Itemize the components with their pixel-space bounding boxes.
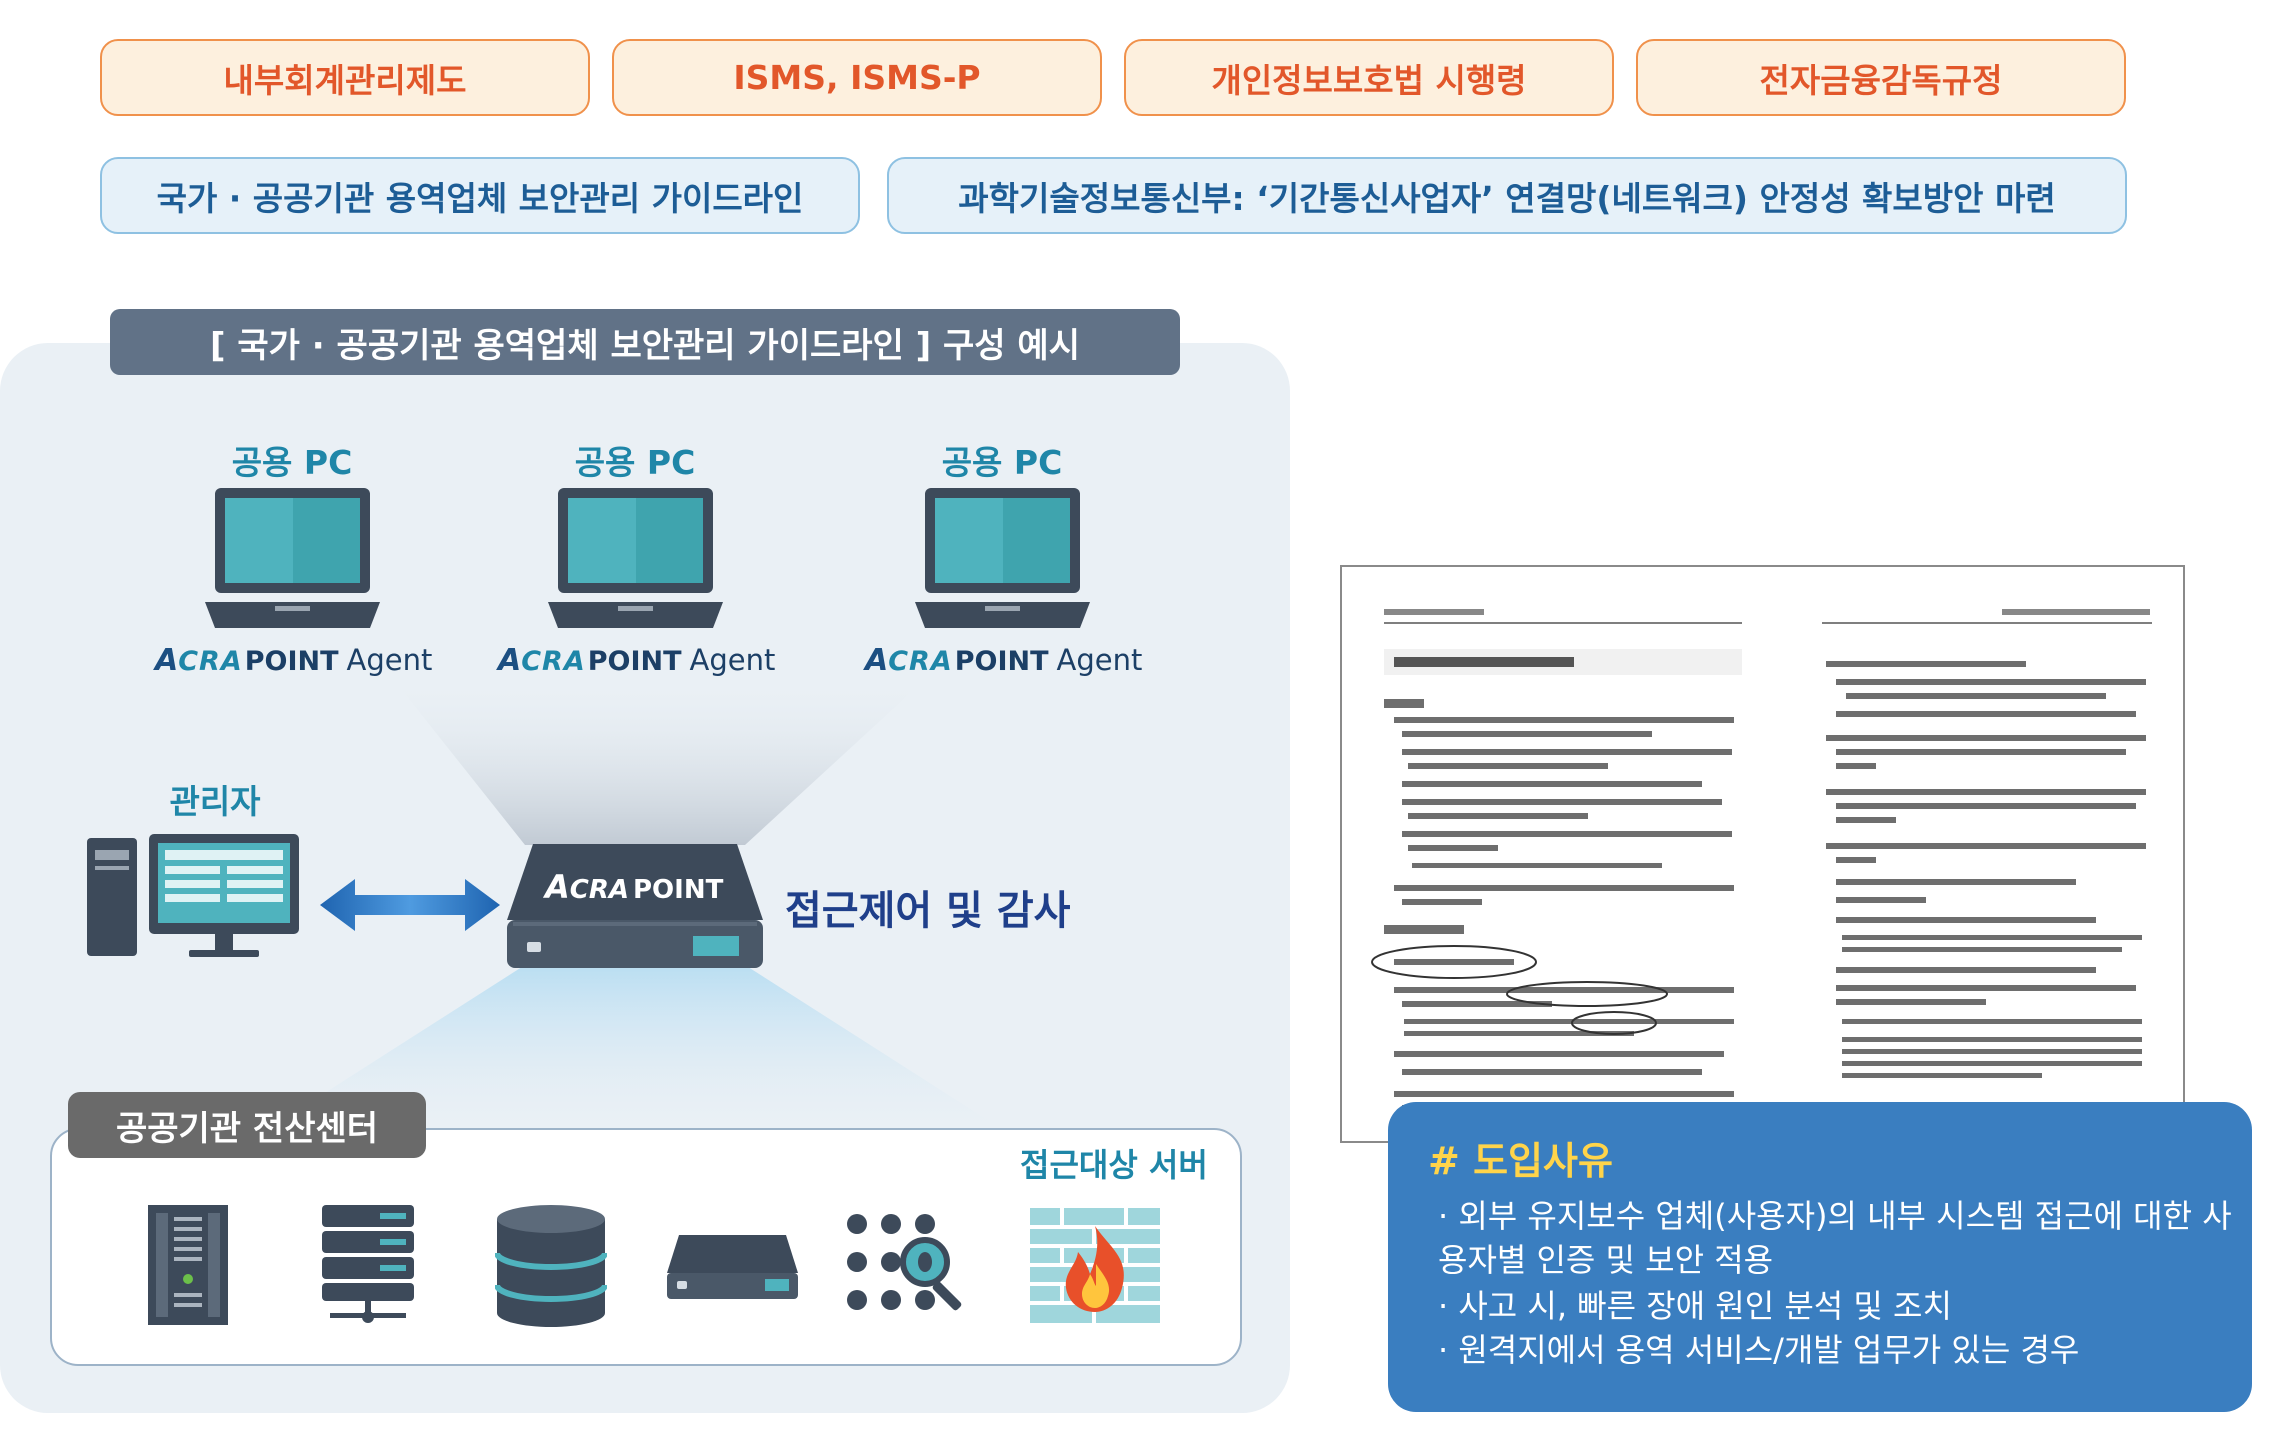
gateway-brand-a: A (545, 868, 570, 906)
database-icon (495, 1205, 607, 1327)
guideline-pill: 국가 · 공공기관 용역업체 보안관리 가이드라인 (100, 157, 860, 234)
adoption-reason-box: # 도입사유 · 외부 유지보수 업체(사용자)의 내부 시스템 접근에 대한 … (1388, 1102, 2252, 1412)
malware-scan-icon (847, 1214, 962, 1311)
shared-pc-label-1: 공용 PC (231, 443, 353, 482)
acrapoint-gateway-icon (507, 844, 763, 968)
agent-label-2: A CRA POINT Agent (498, 643, 775, 678)
projection-beams (270, 675, 1000, 1128)
agent-text: Agent (346, 643, 433, 677)
agent-brand-a: A (155, 643, 179, 678)
agent-brand-cra: CRA (888, 646, 953, 677)
agent-brand-point: POINT (587, 646, 682, 677)
rack-server-icon (148, 1205, 228, 1325)
document-page-drawing (1371, 609, 2152, 1111)
firewall-icon (1030, 1208, 1160, 1323)
agent-label-1: A CRA POINT Agent (155, 643, 432, 678)
agent-brand-a: A (865, 643, 889, 678)
network-server-icon (322, 1205, 414, 1323)
agent-text: Agent (689, 643, 776, 677)
shared-pc-label-3: 공용 PC (941, 443, 1063, 482)
gateway-brand-cra: CRA (569, 875, 629, 905)
gateway-brand: A CRA POINT (545, 868, 723, 906)
regulation-pill-2: ISMS, ISMS-P (612, 39, 1102, 116)
reason-title: # 도입사유 (1428, 1139, 1613, 1183)
datacenter-title: 공공기관 전산센터 (68, 1092, 426, 1158)
agent-brand-point: POINT (244, 646, 339, 677)
regulation-pill-1: 내부회계관리제도 (100, 39, 590, 116)
laptop-icon-2 (548, 488, 723, 628)
reason-item-1: · 외부 유지보수 업체(사용자)의 내부 시스템 접근에 대한 사용자별 인증… (1438, 1197, 2232, 1279)
regulation-pill-4: 전자금융감독규정 (1636, 39, 2126, 116)
gateway-brand-point: POINT (633, 875, 724, 905)
agent-brand-a: A (498, 643, 522, 678)
panel-title: [ 국가 · 공공기관 용역업체 보안관리 가이드라인 ] 구성 예시 (110, 309, 1180, 375)
reason-item-3: · 원격지에서 용역 서비스/개발 업무가 있는 경우 (1438, 1331, 2080, 1369)
appliance-icon (667, 1235, 798, 1299)
reason-item-2: · 사고 시, 빠른 장애 원인 분석 및 조치 (1438, 1287, 1952, 1325)
agent-label-3: A CRA POINT Agent (865, 643, 1142, 678)
agent-brand-cra: CRA (178, 646, 243, 677)
admin-desktop-icon (87, 834, 299, 957)
shared-pc-label-2: 공용 PC (574, 443, 696, 482)
guideline-document-image (1340, 565, 2185, 1143)
laptop-icon-3 (915, 488, 1090, 628)
regulation-pill-3: 개인정보보호법 시행령 (1124, 39, 1614, 116)
agent-brand-point: POINT (954, 646, 1049, 677)
gateway-caption: 접근제어 및 감사 (785, 888, 1071, 934)
network-stability-pill: 과학기술정보통신부: ‘기간통신사업자’ 연결망(네트워크) 안정성 확보방안 … (887, 157, 2127, 234)
laptop-icon-1 (205, 488, 380, 628)
bidirectional-arrow-icon (320, 879, 500, 931)
admin-label: 관리자 (169, 782, 261, 821)
target-server-label: 접근대상 서버 (1020, 1146, 1208, 1184)
agent-text: Agent (1056, 643, 1143, 677)
agent-brand-cra: CRA (521, 646, 586, 677)
